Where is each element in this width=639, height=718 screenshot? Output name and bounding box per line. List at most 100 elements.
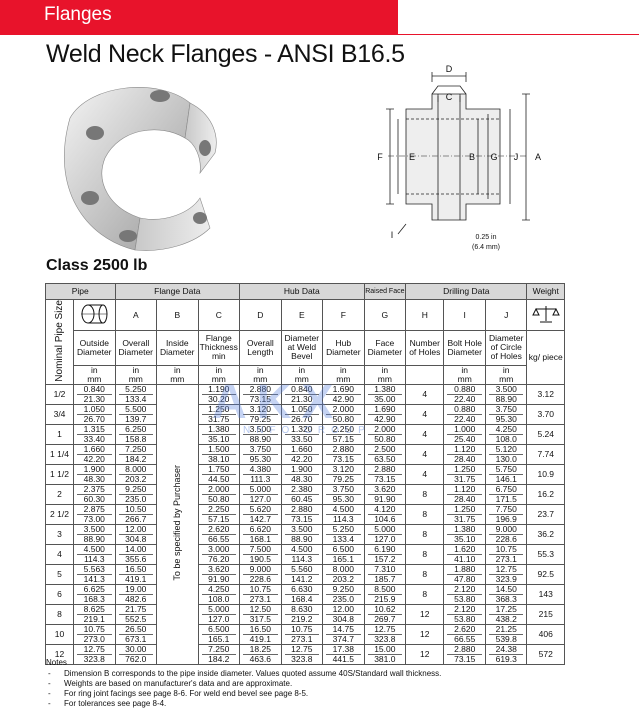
outside-diameter-cell-mm: 88.90 — [83, 533, 105, 544]
group-header-row: Pipe Flange Data Hub Data Raised Face Dr… — [45, 283, 565, 300]
hub-diameter-cell-in: 3.120 — [326, 464, 361, 475]
circle-holes-cell-mm: 196.9 — [495, 513, 517, 524]
overall-length-cell-mm: 463.6 — [249, 653, 271, 664]
unit-mm: mm — [170, 373, 185, 384]
class-heading: Class 2500 lb — [46, 257, 148, 274]
dim-i-label: I — [391, 230, 394, 240]
circle-holes-cell-in: 17.25 — [488, 604, 524, 615]
outside-diameter-cell-mm: 33.40 — [83, 433, 105, 444]
outside-diameter-cell-in: 5.563 — [77, 564, 112, 575]
inside-diameter-cell: To be specified by Purchaser — [156, 383, 199, 665]
overall-diameter-cell-in: 6.250 — [118, 424, 154, 435]
weld-bevel-cell-mm: 141.2 — [291, 573, 313, 584]
flange-thickness-cell-in: 5.000 — [201, 604, 237, 615]
outside-diameter-cell-in: 12.75 — [77, 644, 112, 655]
outside-diameter-cell-mm: 42.20 — [83, 453, 105, 464]
unit-mm: mm — [457, 373, 472, 384]
face-diameter-cell-mm: 73.15 — [374, 473, 396, 484]
flange-thickness-cell-in: 1.250 — [201, 404, 237, 415]
letter-c: C — [197, 299, 241, 331]
hub-diameter-cell-mm: 79.25 — [332, 473, 354, 484]
holes-cell: 12 — [405, 603, 445, 625]
nps-cell: 1/2 — [44, 383, 75, 405]
unit-in: in — [381, 364, 389, 375]
circle-holes-cell-mm: 146.1 — [495, 473, 517, 484]
overall-diameter-cell-mm: 235.0 — [125, 493, 147, 504]
circle-holes-cell-in: 4.250 — [488, 424, 524, 435]
circle-holes-cell-in: 7.750 — [488, 504, 524, 515]
scale-icon — [526, 299, 565, 331]
overall-diameter-cell-in: 26.50 — [118, 624, 154, 635]
dim-a-label: A — [535, 152, 541, 162]
flange-thickness-cell-in: 4.250 — [201, 584, 237, 595]
hub-diameter-cell-mm: 441.5 — [332, 653, 354, 664]
overall-diameter-cell-mm: 419.1 — [125, 573, 147, 584]
hub-diameter-cell-mm: 114.3 — [333, 513, 354, 524]
face-diameter-cell-in: 1.690 — [367, 404, 403, 415]
hub-diameter-cell-mm: 50.80 — [332, 413, 354, 424]
weight-cell: 36.2 — [526, 523, 565, 545]
face-diameter-cell-in: 6.190 — [367, 544, 403, 555]
letter-f: F — [322, 299, 365, 331]
bolt-hole-cell-mm: 31.75 — [454, 473, 476, 484]
nps-cell: 10 — [44, 623, 75, 645]
outside-diameter-cell-mm: 168.3 — [83, 593, 105, 604]
flange-thickness-cell-mm: 44.50 — [208, 473, 230, 484]
flange-thickness-cell-mm: 30.20 — [208, 393, 230, 404]
flange-thickness-cell-in: 3.000 — [201, 544, 237, 555]
circle-holes-cell-in: 24.38 — [488, 644, 524, 655]
weld-bevel-cell-mm: 60.45 — [291, 493, 313, 504]
letter-g: G — [363, 299, 407, 331]
watermark-logo: AKX — [212, 376, 344, 429]
bolt-hole-cell-mm: 47.80 — [454, 573, 476, 584]
outside-diameter-cell-mm: 21.30 — [83, 393, 105, 404]
bolt-hole-cell-in: 1.250 — [447, 464, 482, 475]
bolt-hole-cell-in: 0.880 — [447, 384, 482, 395]
sub-overall-length: Overall Length — [239, 330, 282, 366]
hub-diameter-cell-in: 8.000 — [326, 564, 361, 575]
outside-diameter-cell-in: 8.625 — [77, 604, 112, 615]
overall-length-cell-in: 5.000 — [243, 484, 278, 495]
flange-thickness-cell-mm: 91.90 — [208, 573, 230, 584]
outside-diameter-cell-mm: 26.70 — [83, 413, 105, 424]
letter-a: A — [114, 299, 158, 331]
circle-holes-cell-mm: 368.3 — [495, 593, 517, 604]
group-raised-face: Raised Face — [363, 283, 407, 300]
overall-length-cell-mm: 73.15 — [249, 393, 271, 404]
overall-length-cell-in: 3.120 — [243, 404, 278, 415]
bolt-hole-cell-in: 2.880 — [447, 644, 482, 655]
sub-number-holes: Number of Holes — [405, 330, 445, 366]
bolt-hole-cell-in: 1.250 — [447, 504, 482, 515]
sub-bolt-hole: Bolt Hole Diameter — [443, 330, 486, 366]
overall-length-cell-mm: 228.6 — [249, 573, 271, 584]
flange-thickness-cell-mm: 127.0 — [208, 613, 230, 624]
circle-holes-cell-in: 3.750 — [488, 404, 524, 415]
face-diameter-cell-in: 7.310 — [367, 564, 403, 575]
circle-holes-cell-mm: 130.0 — [495, 453, 517, 464]
